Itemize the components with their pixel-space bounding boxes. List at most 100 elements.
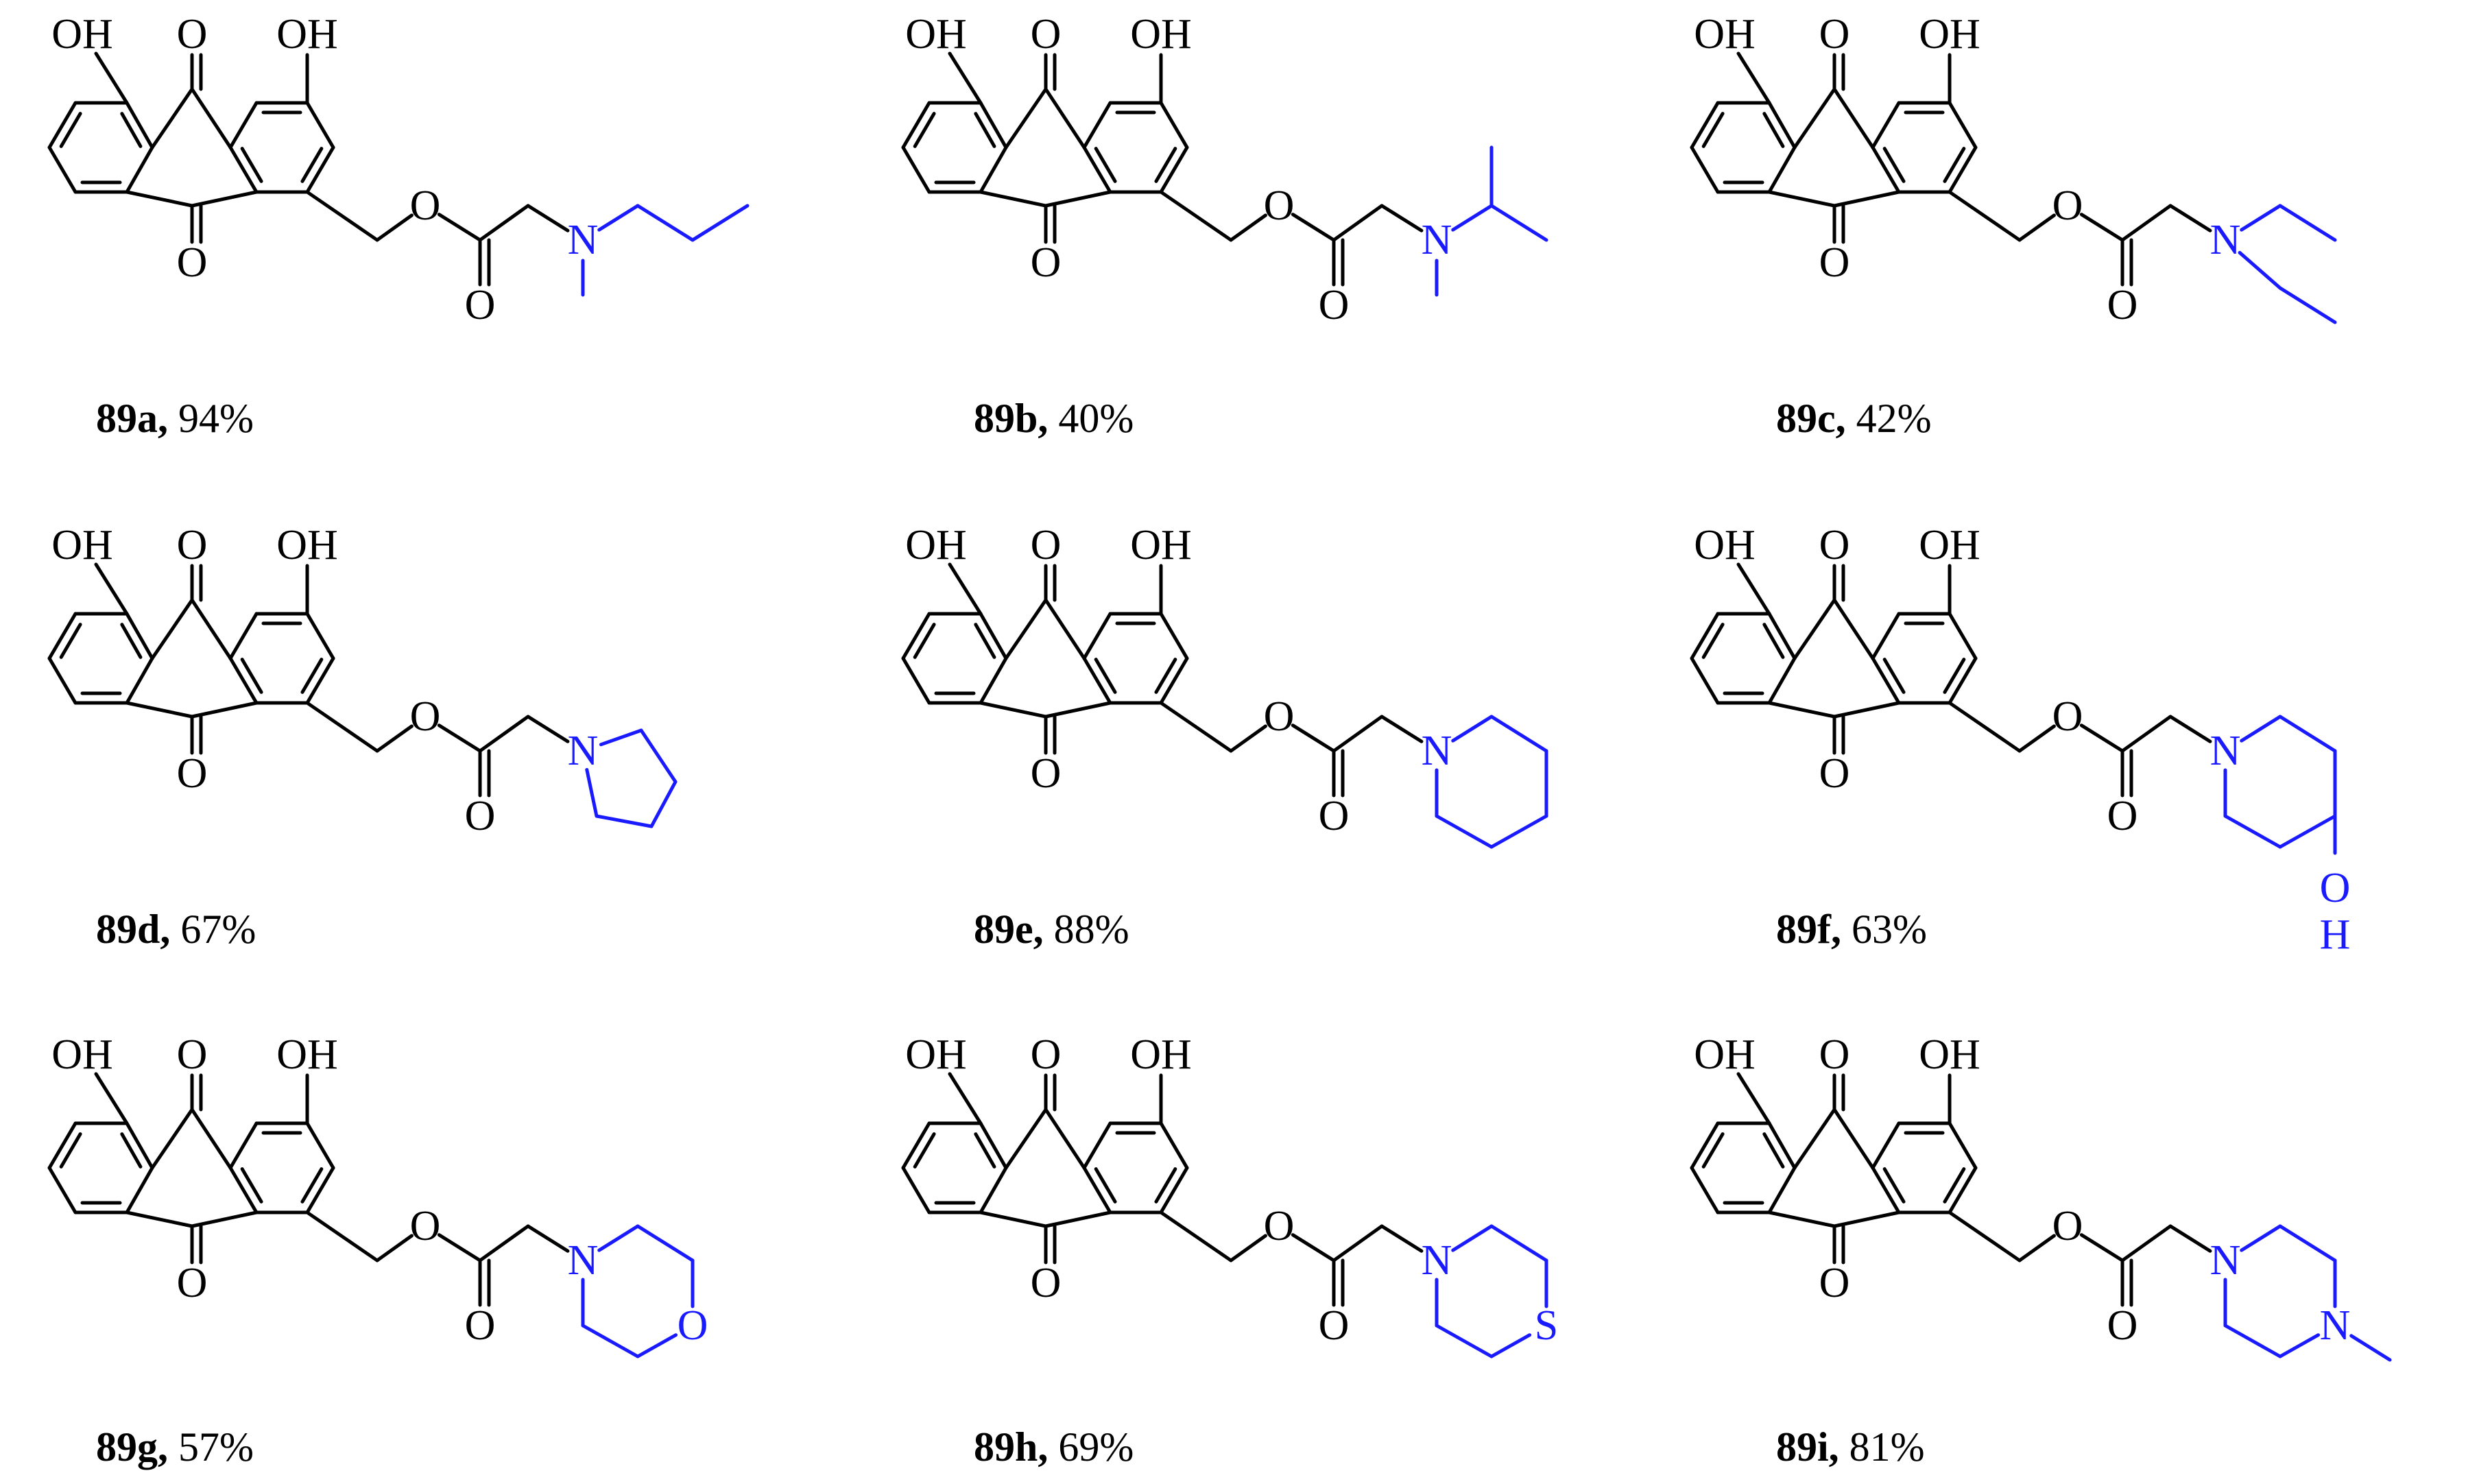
bond — [948, 51, 983, 105]
bond — [1082, 612, 1112, 660]
bond — [1832, 87, 1875, 149]
bond — [305, 190, 379, 242]
bond — [1793, 87, 1836, 149]
bond — [1451, 715, 1494, 743]
bond — [526, 1224, 570, 1253]
bond — [2278, 204, 2337, 242]
amine-nitrogen-label: N — [568, 728, 599, 774]
bond — [1159, 1121, 1189, 1170]
double-bond-line — [59, 112, 82, 148]
bond — [1948, 145, 1978, 194]
bond — [125, 1121, 154, 1170]
bond — [1948, 612, 1978, 660]
bond — [47, 1121, 77, 1170]
bond — [1004, 598, 1048, 660]
bond — [1948, 190, 2022, 242]
bond — [1082, 1121, 1112, 1170]
ring-sulfur-label: S — [1535, 1302, 1558, 1349]
bond — [1690, 1121, 1720, 1170]
bond — [526, 715, 570, 743]
bond — [649, 780, 678, 828]
bond — [979, 145, 1008, 194]
bond — [2240, 1224, 2282, 1252]
carbonyl-oxygen-label: O — [1819, 239, 1850, 286]
compound-yield: 94% — [168, 396, 254, 441]
bond — [1451, 204, 1494, 232]
bond — [190, 598, 232, 660]
bond — [636, 1224, 695, 1262]
bond — [901, 612, 931, 660]
bond — [599, 728, 643, 747]
compound-yield: 63% — [1841, 907, 1927, 952]
bond — [639, 728, 678, 784]
double-bond-line — [1701, 1132, 1725, 1169]
bond — [2079, 723, 2124, 753]
bond — [2240, 204, 2282, 232]
bond — [597, 204, 640, 232]
bond — [228, 145, 259, 194]
amine-nitrogen-label: N — [2210, 217, 2241, 263]
compound-id: 89e, — [974, 907, 1044, 952]
hydroxyl-label: OH — [51, 522, 113, 569]
bond — [1082, 656, 1112, 705]
bond — [1690, 612, 1720, 660]
bond — [125, 701, 194, 719]
bond — [1690, 145, 1720, 194]
compound-id: 89c, — [1776, 396, 1846, 441]
bond — [1832, 1210, 1901, 1228]
bond — [125, 145, 154, 194]
bond — [1489, 814, 1548, 849]
amine-nitrogen-label: N — [1422, 728, 1452, 774]
compound-id: 89f, — [1776, 907, 1841, 952]
double-bond-line — [913, 112, 936, 148]
bond — [125, 612, 154, 660]
bond — [526, 204, 570, 232]
hydroxyl-label: OH — [1694, 11, 1756, 58]
bond — [1832, 190, 1901, 208]
hydroxyl-label: OH — [1130, 11, 1192, 58]
carbonyl-oxygen-label: O — [177, 522, 208, 569]
bond — [2278, 814, 2337, 849]
ester-oxygen-label: O — [1264, 182, 1295, 229]
bond — [1736, 51, 1771, 105]
bond — [1767, 1166, 1797, 1214]
double-bond-line — [974, 112, 996, 148]
bond — [1044, 190, 1112, 208]
bond — [1690, 656, 1720, 705]
bond — [1832, 598, 1875, 660]
bond — [228, 656, 259, 705]
ester-oxygen-label: O — [2052, 693, 2083, 740]
bond — [2278, 1333, 2321, 1359]
bond — [1159, 656, 1189, 705]
bond — [1736, 1072, 1771, 1125]
bond — [1435, 814, 1494, 849]
compound-yield: 81% — [1839, 1424, 1925, 1470]
bond — [1489, 204, 1548, 242]
bond — [1948, 656, 1978, 705]
bond — [1948, 1166, 1978, 1214]
carbonyl-oxygen-label: O — [1031, 239, 1062, 286]
bond — [47, 1166, 77, 1214]
carbonyl-oxygen-label: O — [1319, 1302, 1350, 1349]
bond — [1451, 1224, 1494, 1252]
bond — [1159, 190, 1233, 242]
amine-nitrogen-label: N — [2210, 728, 2241, 774]
double-bond-line — [1762, 112, 1785, 148]
bond — [979, 1121, 1008, 1170]
double-bond-line — [240, 1167, 263, 1204]
bond — [437, 1233, 482, 1262]
hydroxyl-label: OH — [1694, 1031, 1756, 1078]
bond — [901, 1166, 931, 1214]
amine-nitrogen-label: N — [568, 217, 599, 263]
bond — [1871, 145, 1901, 194]
hydroxyl-label: OH — [905, 522, 967, 569]
ester-oxygen-label: O — [1264, 1203, 1295, 1249]
double-bond-line — [59, 623, 82, 659]
bond — [375, 1234, 414, 1262]
amine-nitrogen-label: N — [1422, 217, 1452, 263]
carbonyl-oxygen-label: O — [1031, 1031, 1062, 1078]
bond — [228, 101, 259, 149]
